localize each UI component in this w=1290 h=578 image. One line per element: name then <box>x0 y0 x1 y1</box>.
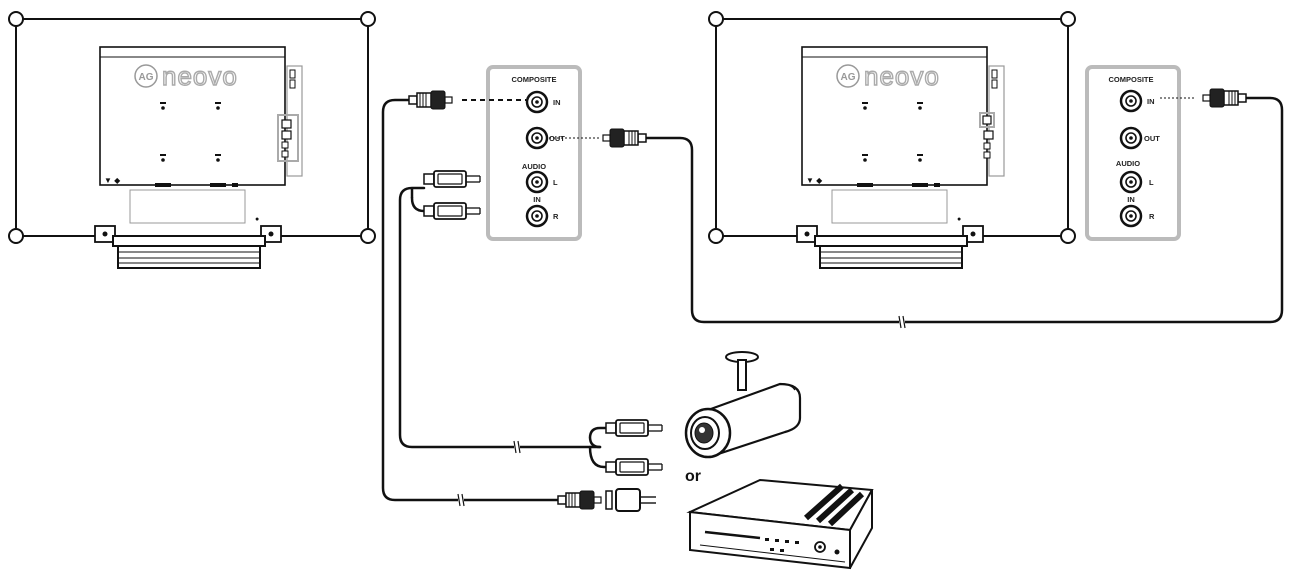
audio-label: AUDIO <box>1116 159 1140 168</box>
monitor-1: AG neovo ▼ ◆ ● <box>8 11 376 269</box>
rca-plug-source-lower <box>605 458 663 476</box>
monitor-2: AG neovo ▼ ◆ ● <box>708 11 1076 269</box>
brand-logo: AG neovo <box>836 60 940 92</box>
left-label: L <box>553 178 558 187</box>
svg-text:▼ ◆: ▼ ◆ <box>104 176 121 185</box>
in-label: IN <box>1147 97 1155 106</box>
composite-label: COMPOSITE <box>511 75 556 84</box>
audio-cable-split-top <box>410 196 426 213</box>
out-label: OUT <box>1144 134 1160 143</box>
rca-plug-left <box>423 170 481 188</box>
brand-name: neovo <box>162 61 238 91</box>
or-label: or <box>685 468 701 485</box>
svg-text:AG: AG <box>139 72 154 83</box>
rca-plug-right <box>423 202 481 220</box>
audio-right-jack[interactable] <box>1119 204 1143 228</box>
brand-logo: AG neovo <box>134 60 238 92</box>
composite-in-jack[interactable] <box>1119 89 1143 113</box>
brand-name: neovo <box>864 61 940 91</box>
right-label: R <box>1149 212 1155 221</box>
cables <box>381 96 1284 502</box>
audio-cable-source-upper <box>588 426 608 449</box>
connector-panel-1: COMPOSITE IN OUT AUDIO L IN R <box>486 65 582 241</box>
rca-plug-source-upper <box>605 419 663 437</box>
audio-label: AUDIO <box>522 162 546 171</box>
audio-cable-source-lower <box>588 445 608 469</box>
svg-text:AG: AG <box>841 72 856 83</box>
bnc-plug-source <box>557 490 602 510</box>
audio-right-jack[interactable] <box>525 204 549 228</box>
composite-out-jack[interactable] <box>525 126 549 150</box>
composite-out-jack[interactable] <box>1119 126 1143 150</box>
audio-cable <box>398 186 602 449</box>
composite-label: COMPOSITE <box>1108 75 1153 84</box>
audio-in-label: IN <box>533 195 541 204</box>
camera-icon <box>684 351 802 459</box>
bnc-rca-adapter <box>605 488 656 512</box>
video-cable-in <box>381 98 560 502</box>
audio-in-label: IN <box>1127 195 1135 204</box>
audio-left-jack[interactable] <box>525 170 549 194</box>
leader-lines <box>462 97 1196 139</box>
svg-text:▼ ◆: ▼ ◆ <box>806 176 823 185</box>
dvd-player-icon <box>686 478 874 570</box>
in-label: IN <box>553 98 561 107</box>
left-label: L <box>1149 178 1154 187</box>
svg-text:●: ● <box>957 216 961 223</box>
composite-in-jack[interactable] <box>525 90 549 114</box>
bnc-plug-monitor1-in <box>408 90 453 110</box>
bnc-plug-monitor1-out <box>602 128 647 148</box>
loop-through-cable <box>644 96 1284 324</box>
svg-text:●: ● <box>255 216 259 223</box>
connector-panel-2: COMPOSITE IN OUT AUDIO L IN R <box>1085 65 1181 241</box>
audio-left-jack[interactable] <box>1119 170 1143 194</box>
right-label: R <box>553 212 559 221</box>
bnc-plug-monitor2-in <box>1202 88 1247 108</box>
